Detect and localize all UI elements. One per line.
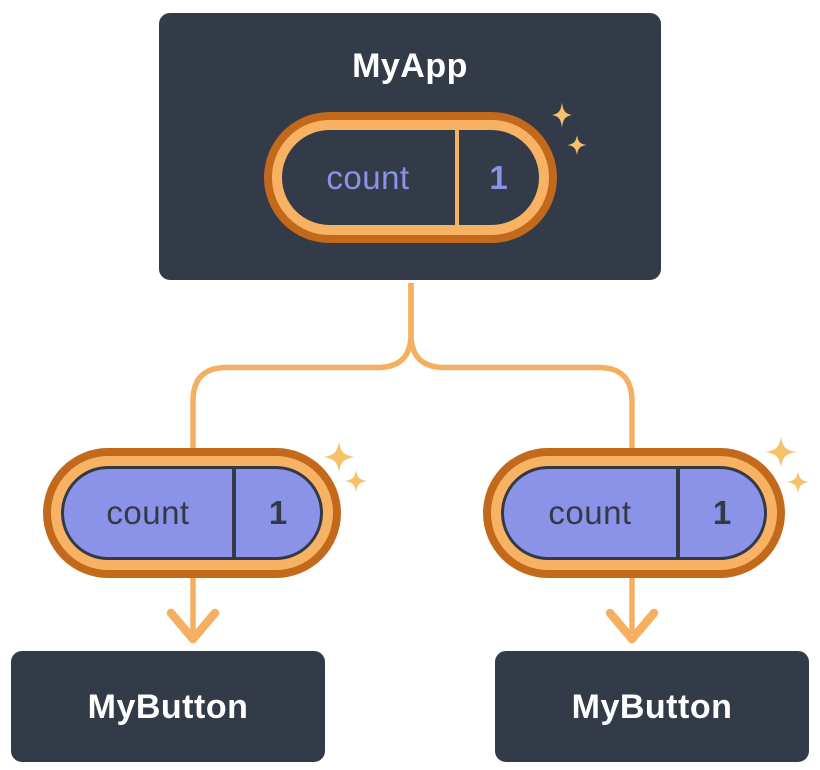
arrow-down-icon bbox=[605, 608, 659, 644]
state-pill-mybutton-right: count 1 bbox=[483, 448, 785, 578]
state-pill-body: count 1 bbox=[61, 466, 323, 560]
pill-divider bbox=[454, 130, 459, 225]
state-pill-ring: count 1 bbox=[51, 456, 333, 570]
state-name-label: count bbox=[326, 158, 410, 196]
node-mybutton-title: MyButton bbox=[87, 687, 249, 726]
pill-divider bbox=[676, 469, 680, 557]
state-pill-ring: count 1 bbox=[491, 456, 777, 570]
state-pill-myapp: count 1 bbox=[263, 112, 557, 243]
state-value: 1 bbox=[712, 494, 732, 531]
state-name-label: count bbox=[106, 494, 190, 531]
state-name-label: count bbox=[548, 494, 632, 531]
pill-divider bbox=[232, 469, 236, 557]
node-mybutton-left: MyButton bbox=[8, 648, 328, 765]
node-mybutton-title: MyButton bbox=[571, 687, 733, 726]
state-value: 1 bbox=[268, 494, 288, 531]
node-mybutton-right: MyButton bbox=[492, 648, 812, 765]
state-value: 1 bbox=[489, 158, 508, 196]
node-myapp: MyApp count 1 bbox=[156, 10, 664, 283]
arrow-down-icon bbox=[166, 608, 220, 644]
state-pill-body: count 1 bbox=[501, 466, 767, 560]
connector-branch-right bbox=[408, 275, 635, 637]
node-myapp-title: MyApp bbox=[352, 47, 468, 85]
state-pill-mybutton-left: count 1 bbox=[43, 448, 341, 578]
state-pill-myapp-body: count 1 bbox=[271, 120, 549, 235]
connector-branch-left bbox=[190, 275, 414, 637]
